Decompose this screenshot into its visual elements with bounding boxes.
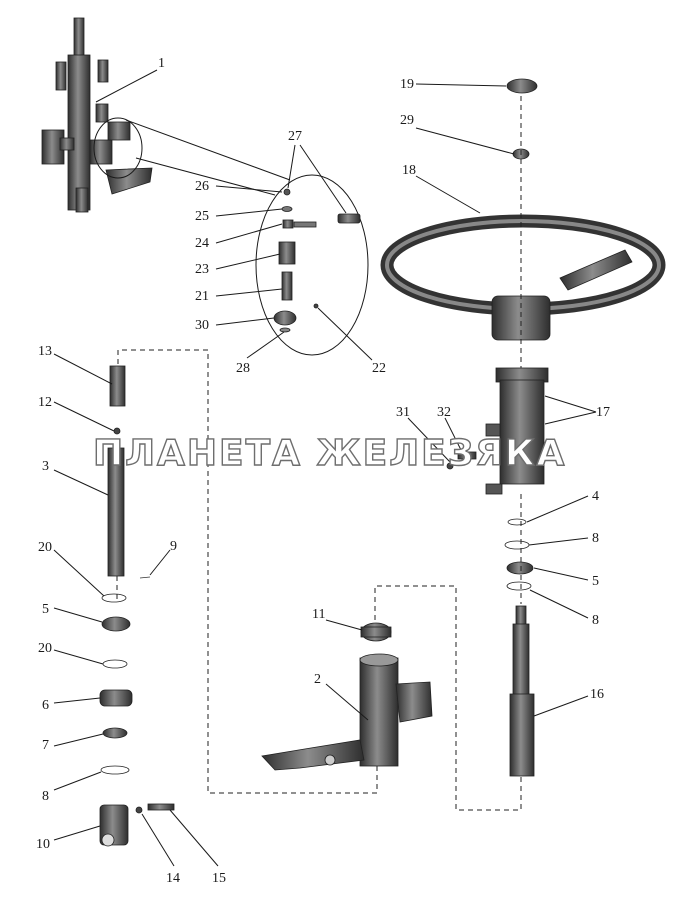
label-15: 15 xyxy=(212,871,226,886)
label-20-upper: 20 xyxy=(38,540,52,555)
label-3: 3 xyxy=(42,459,49,474)
label-28: 28 xyxy=(236,361,250,376)
label-5-left: 5 xyxy=(42,602,49,617)
label-22: 22 xyxy=(372,361,386,376)
label-31: 31 xyxy=(396,405,410,420)
label-12: 12 xyxy=(38,395,52,410)
label-23: 23 xyxy=(195,262,209,277)
label-27: 27 xyxy=(288,129,302,144)
label-8-left: 8 xyxy=(42,789,49,804)
label-19: 19 xyxy=(400,77,414,92)
label-16: 16 xyxy=(590,687,604,702)
detail-callout-circle xyxy=(93,117,143,179)
leader-lines xyxy=(53,69,597,867)
label-14: 14 xyxy=(166,871,180,886)
label-32: 32 xyxy=(437,405,451,420)
left-shaft-stack xyxy=(99,365,175,847)
label-13: 13 xyxy=(38,344,52,359)
label-20-lower: 20 xyxy=(38,641,52,656)
label-24: 24 xyxy=(195,236,209,251)
label-17: 17 xyxy=(596,405,610,420)
label-7: 7 xyxy=(42,738,49,753)
label-30: 30 xyxy=(195,318,209,333)
label-29: 29 xyxy=(400,113,414,128)
detail-view-ellipse xyxy=(255,174,369,356)
part-labels: 1 27 26 25 24 23 21 30 28 22 19 29 18 17… xyxy=(36,56,610,886)
right-stack xyxy=(380,78,666,777)
detail-parts xyxy=(273,188,361,333)
bracket-part xyxy=(261,622,433,771)
label-8-right-lower: 8 xyxy=(592,613,599,628)
label-5-right: 5 xyxy=(592,574,599,589)
right-dashed-assembly-path xyxy=(374,585,522,811)
callout-connector-line xyxy=(125,119,291,181)
label-11: 11 xyxy=(312,607,325,622)
label-8-right-upper: 8 xyxy=(592,531,599,546)
label-9: 9 xyxy=(170,539,177,554)
label-25: 25 xyxy=(195,209,209,224)
label-26: 26 xyxy=(195,179,209,194)
label-6: 6 xyxy=(42,698,49,713)
label-1: 1 xyxy=(158,56,165,71)
label-18: 18 xyxy=(402,163,416,178)
watermark-text: ПЛАНЕТА ЖЕЛЕЗЯКА xyxy=(93,433,566,474)
label-21: 21 xyxy=(195,289,209,304)
column-assembly-part xyxy=(41,17,153,213)
label-2: 2 xyxy=(314,672,321,687)
left-dashed-assembly-path xyxy=(117,349,378,794)
label-10: 10 xyxy=(36,837,50,852)
label-4: 4 xyxy=(592,489,599,504)
